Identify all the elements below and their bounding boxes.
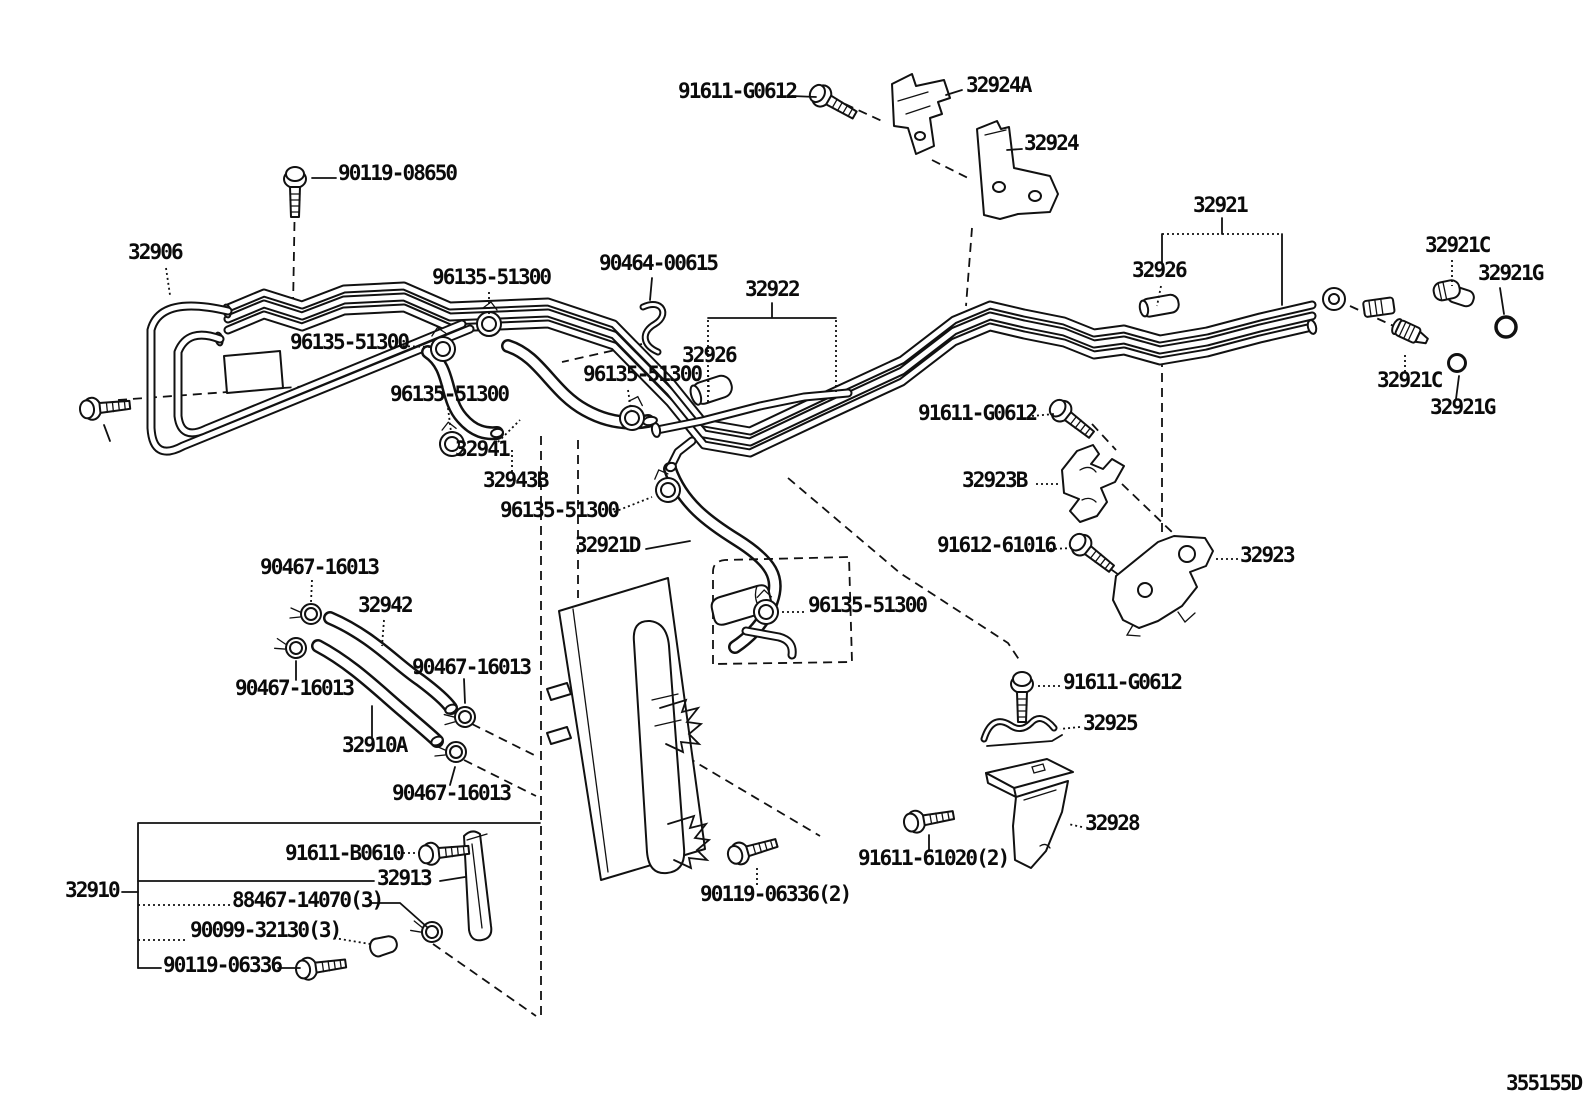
part-label: 32925 [1083,711,1139,735]
part-label: 32921G [1430,395,1496,419]
part-label: 32910 [65,878,121,902]
part-label: 90119-06336 [163,953,283,977]
part-label: 90119-06336(2) [700,882,852,906]
part-label: 91611-G0612 [1063,670,1183,694]
part-label: 32942 [358,593,414,617]
part-label: 96135-51300 [432,265,552,289]
part-label: 91612-61016 [937,533,1057,557]
part-label: 90467-16013 [392,781,512,805]
part-label: 32921D [575,533,641,557]
part-label: 32921C [1425,233,1491,257]
part-label: 96135-51300 [583,362,703,386]
part-label: 91611-61020(2) [858,846,1010,870]
part-label: 32922 [745,277,801,301]
part-label: 91611-G0612 [678,79,798,103]
part-label: 96135-51300 [290,330,410,354]
part-label: 32923 [1240,543,1296,567]
part-label: 96135-51300 [500,498,620,522]
part-label: 91611-B0610 [285,841,405,865]
part-label: 32906 [128,240,184,264]
part-label: 32943B [483,468,549,492]
part-label: 32921 [1193,193,1249,217]
part-label: 90099-32130(3) [190,918,342,942]
leader-lines [103,89,1505,969]
part-label: 32924A [966,73,1032,97]
part-label: 32924 [1024,131,1080,155]
drawing-code: 355155D [1506,1071,1583,1095]
part-label: 88467-14070(3) [232,888,384,912]
part-label: 32926 [682,343,738,367]
part-label: 90467-16013 [235,676,355,700]
part-label: 32921C [1377,368,1443,392]
part-label: 90467-16013 [260,555,380,579]
part-label: 90464-00615 [599,251,719,275]
hoses-art [318,346,775,747]
part-label: 32926 [1132,258,1188,282]
radiator-art [546,556,853,881]
part-label: 32921G [1478,261,1544,285]
part-label: 32913 [377,866,433,890]
part-label: 90467-16013 [412,655,532,679]
pipe-loop-32906-art [151,306,470,451]
part-label: 96135-51300 [390,382,510,406]
part-label: 32941 [455,437,511,461]
part-label: 90119-08650 [338,161,458,185]
part-label: 32928 [1085,811,1141,835]
part-label: 96135-51300 [808,593,928,617]
part-label: 91611-G0612 [918,401,1038,425]
part-label: 32910A [342,733,408,757]
part-label: 32923B [962,468,1028,492]
brackets-art [369,73,1518,958]
